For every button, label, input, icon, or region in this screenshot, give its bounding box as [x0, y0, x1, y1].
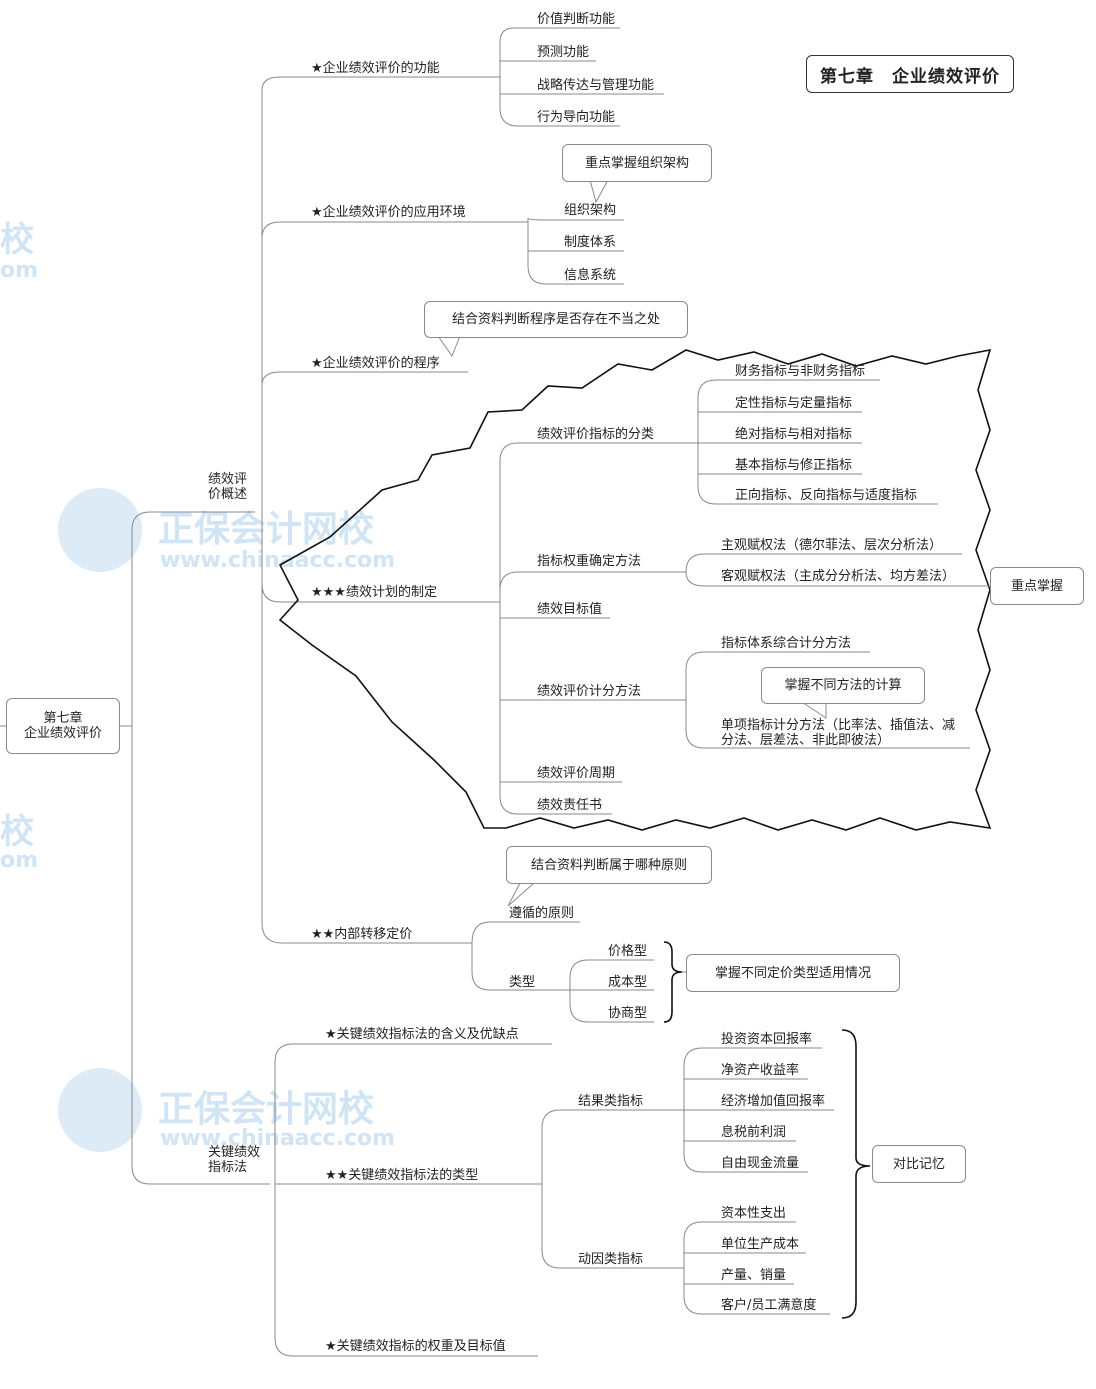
driver-item: 单位生产成本: [721, 1237, 800, 1252]
root-node: 第七章 企业绩效评价: [6, 698, 120, 754]
weight-item: 主观赋权法（德尔菲法、层次分析法）: [721, 538, 943, 553]
chapter-title: 第七章 企业绩效评价: [806, 55, 1014, 93]
brace-transfer: [663, 941, 683, 1023]
weight-node: 指标权重确定方法: [537, 554, 642, 569]
classification-item: 正向指标、反向指标与适度指标: [735, 488, 918, 503]
result-item: 净资产收益率: [721, 1063, 800, 1078]
weight-item: 客观赋权法（主成分分析法、均方差法）: [721, 569, 956, 584]
weight-note: 重点掌握: [990, 567, 1084, 605]
branch-overview-label: 绩效评 价概述: [208, 472, 248, 502]
environment-item: 组织架构: [564, 203, 617, 218]
result-item: 经济增加值回报率: [721, 1094, 826, 1109]
watermark-url: www.chinaacc.com: [160, 548, 396, 573]
transfer-node: ★★内部转移定价: [311, 927, 413, 942]
driver-item: 产量、销量: [721, 1268, 787, 1283]
target-node: 绩效目标值: [537, 602, 603, 617]
classification-item: 财务指标与非财务指标: [735, 364, 866, 379]
kpi-meaning-node: ★关键绩效指标法的含义及优缺点: [325, 1027, 519, 1042]
transfer-type-item: 协商型: [608, 1006, 648, 1021]
result-item: 投资资本回报率: [721, 1032, 813, 1047]
function-item: 价值判断功能: [537, 12, 616, 27]
watermark-url: www.chinaacc.com: [160, 1126, 396, 1151]
kpi-types-node: ★★关键绩效指标法的类型: [325, 1168, 479, 1183]
brace-kpi: [841, 1029, 871, 1319]
scoring-item: 指标体系综合计分方法: [721, 636, 852, 651]
result-item: 息税前利润: [721, 1125, 787, 1140]
classification-item: 基本指标与修正指标: [735, 458, 853, 473]
emphasis-boundary: [278, 348, 992, 831]
watermark-edge-text: 校: [0, 812, 34, 852]
procedure-note: 结合资料判断程序是否存在不当之处: [424, 301, 688, 338]
environment-note: 重点掌握组织架构: [562, 144, 712, 182]
watermark-edge-text: 校: [0, 220, 34, 260]
cycle-node: 绩效评价周期: [537, 766, 616, 781]
watermark-logo-icon: [58, 488, 142, 572]
type-node: 类型: [509, 975, 536, 990]
procedure-node: ★企业绩效评价的程序: [311, 356, 440, 371]
kpi-weight-node: ★关键绩效指标的权重及目标值: [325, 1339, 506, 1354]
function-item: 行为导向功能: [537, 110, 616, 125]
watermark-brand: 正保会计网校: [158, 1089, 375, 1130]
principle-note: 结合资料判断属于哪种原则: [506, 846, 712, 884]
environment-item: 信息系统: [564, 268, 617, 283]
branch-kpi-label: 关键绩效 指标法: [208, 1145, 261, 1175]
function-item: 战略传达与管理功能: [537, 78, 655, 93]
principle-node: 遵循的原则: [509, 906, 575, 921]
driver-item: 资本性支出: [721, 1206, 787, 1221]
driver-node: 动因类指标: [578, 1252, 644, 1267]
classification-item: 绝对指标与相对指标: [735, 427, 853, 442]
scoring-item: 单项指标计分方法（比率法、插值法、减分法、层差法、非此即彼法）: [721, 718, 956, 748]
compare-note: 对比记忆: [872, 1145, 966, 1183]
result-node: 结果类指标: [578, 1094, 644, 1109]
watermark-edge-url: om: [0, 258, 39, 283]
watermark-logo-icon: [58, 1068, 142, 1152]
transfer-type-item: 成本型: [608, 975, 648, 990]
functions-node: ★企业绩效评价的功能: [311, 61, 440, 76]
types-note: 掌握不同定价类型适用情况: [686, 954, 900, 992]
classification-item: 定性指标与定量指标: [735, 396, 853, 411]
scoring-note: 掌握不同方法的计算: [761, 667, 925, 704]
responsibility-node: 绩效责任书: [537, 798, 603, 813]
scoring-node: 绩效评价计分方法: [537, 684, 642, 699]
plan-node: ★★★绩效计划的制定: [311, 585, 437, 600]
watermark-edge-url: om: [0, 848, 39, 873]
function-item: 预测功能: [537, 45, 590, 60]
driver-item: 客户/员工满意度: [721, 1298, 817, 1313]
environment-item: 制度体系: [564, 235, 617, 250]
result-item: 自由现金流量: [721, 1156, 800, 1171]
transfer-type-item: 价格型: [608, 944, 648, 959]
environment-node: ★企业绩效评价的应用环境: [311, 205, 466, 220]
classification-node: 绩效评价指标的分类: [537, 427, 655, 442]
